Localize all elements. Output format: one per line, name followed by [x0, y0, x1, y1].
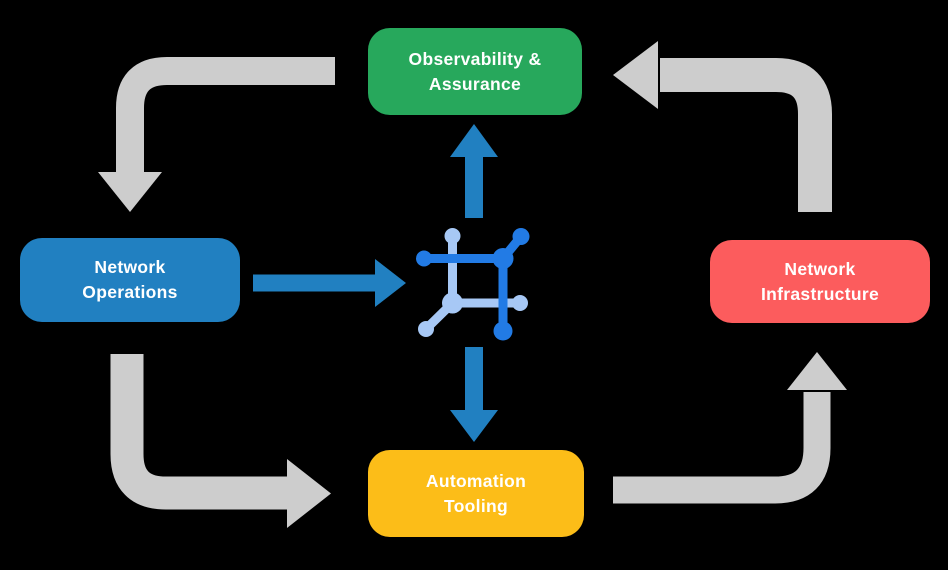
node-label: Observability & Assurance [408, 48, 542, 94]
data-arrow-icon-to-observability [450, 124, 498, 218]
network-mesh-icon [416, 228, 530, 341]
node-observability-assurance: Observability & Assurance [368, 28, 582, 115]
node-label: Network Infrastructure [761, 258, 879, 304]
node-label: Network Operations [82, 257, 178, 302]
node-network-operations: Network Operations [20, 238, 240, 322]
node-label: Automation Tooling [425, 470, 527, 516]
flow-arrow-operations-to-tooling [110, 354, 331, 528]
flow-arrow-infrastructure-to-observability [613, 41, 832, 212]
flow-arrow-observability-to-operations [98, 57, 335, 212]
flow-arrow-tooling-to-infrastructure [613, 352, 847, 504]
node-automation-tooling: Automation Tooling [368, 450, 584, 537]
node-network-infrastructure: Network Infrastructure [710, 240, 930, 323]
data-arrow-operations-to-icon [253, 259, 406, 307]
data-arrow-icon-to-tooling [450, 347, 498, 442]
